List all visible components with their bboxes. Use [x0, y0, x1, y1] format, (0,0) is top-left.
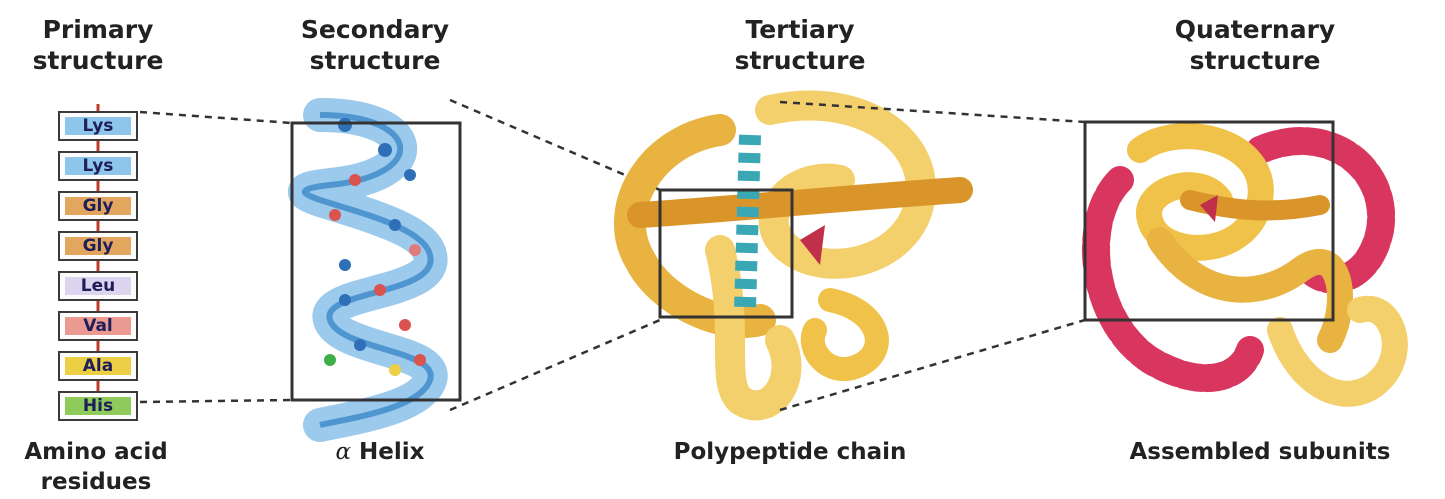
residue-label: His — [83, 396, 113, 416]
caption-alpha-helix: α Helix — [300, 437, 460, 467]
residue-box: Gly — [58, 231, 138, 261]
residue-label: Ala — [83, 356, 113, 376]
residue-label: Leu — [81, 276, 115, 296]
caption-assembled-subunits: Assembled subunits — [1100, 437, 1420, 467]
helix-label: Helix — [359, 439, 424, 465]
residue-label: Gly — [83, 236, 114, 256]
residue-label: Lys — [83, 116, 114, 136]
residue-box: His — [58, 391, 138, 421]
connector-secondary-bottom — [450, 320, 660, 410]
alpha-symbol: α — [335, 439, 351, 465]
residue-box: Val — [58, 311, 138, 341]
connector-primary-top — [140, 112, 292, 123]
residue-fill: Lys — [65, 117, 131, 135]
residue-box: Leu — [58, 271, 138, 301]
residue-box: Lys — [58, 151, 138, 181]
assembled-subunits-illustration — [1096, 136, 1395, 394]
residue-box: Lys — [58, 111, 138, 141]
alpha-helix-illustration — [300, 100, 450, 430]
residue-fill: Gly — [65, 237, 131, 255]
residue-label: Lys — [83, 156, 114, 176]
residue-fill: Lys — [65, 157, 131, 175]
residue-box: Ala — [58, 351, 138, 381]
connector-primary-bottom — [140, 400, 292, 402]
residue-fill: Leu — [65, 277, 131, 295]
residue-fill: His — [65, 397, 131, 415]
residue-box: Gly — [58, 191, 138, 221]
residue-fill: Ala — [65, 357, 131, 375]
residue-fill: Gly — [65, 197, 131, 215]
residue-fill: Val — [65, 317, 131, 335]
residue-label: Gly — [83, 196, 114, 216]
residue-label: Val — [83, 316, 113, 336]
caption-amino-acid-residues: Amino acid residues — [6, 437, 186, 497]
caption-polypeptide-chain: Polypeptide chain — [640, 437, 940, 467]
polypeptide-chain-illustration — [630, 106, 960, 406]
